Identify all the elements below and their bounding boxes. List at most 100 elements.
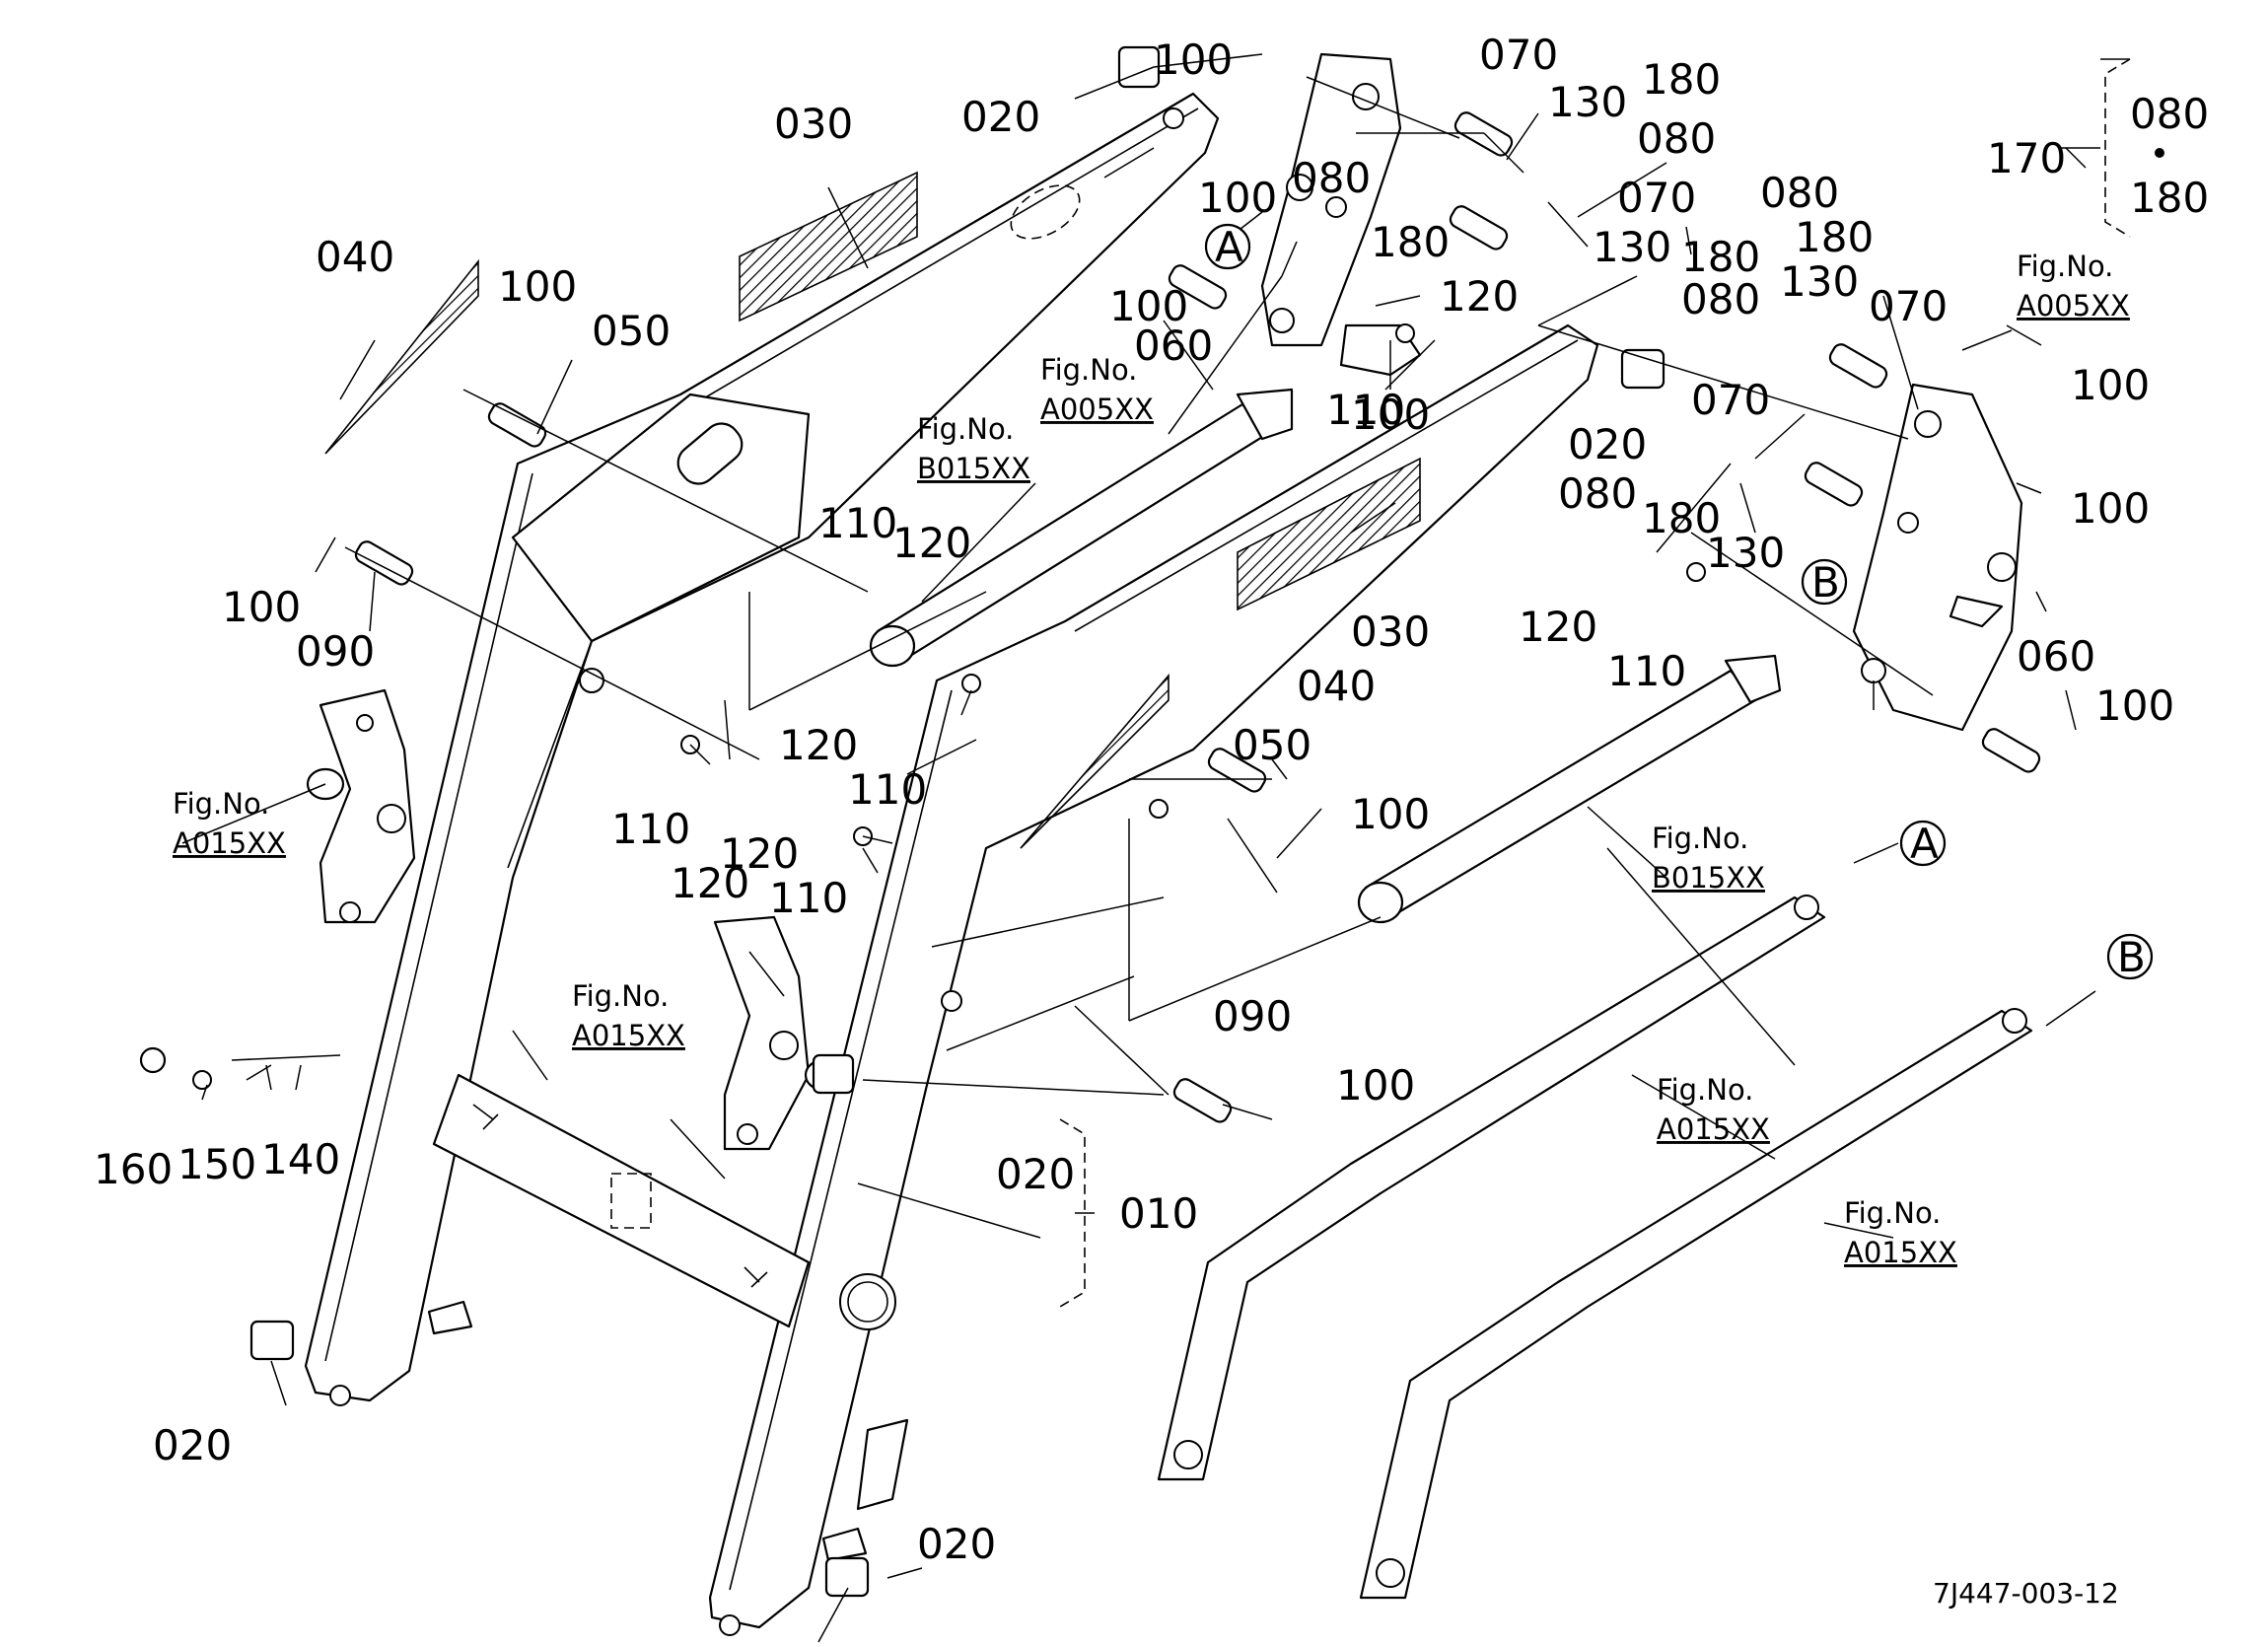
fig-ref-code: B015XX	[1652, 861, 1765, 895]
callout-110: 110	[1326, 386, 1405, 434]
callout-050: 050	[592, 307, 671, 355]
callout-180: 180	[1642, 494, 1721, 542]
callout-120: 120	[892, 519, 971, 567]
callout-020: 020	[917, 1520, 996, 1568]
group-brackets	[1059, 58, 2131, 1308]
callout-110: 110	[611, 805, 690, 853]
callout-070: 070	[1869, 282, 1948, 330]
callout-labels: 100 020 030 040 100 050 100 100 060 100 …	[94, 31, 2209, 1568]
fig-ref-label: Fig.No.	[2017, 250, 2113, 283]
callout-110: 110	[848, 765, 927, 814]
cross-tube	[432, 1073, 811, 1328]
mount-bracket-left	[306, 688, 416, 924]
fig-ref-label: Fig.No.	[1040, 353, 1137, 387]
callout-180: 180	[1681, 233, 1760, 281]
marker-a: A	[1910, 820, 1939, 868]
callout-110: 110	[818, 499, 897, 547]
pins-and-bushings	[139, 45, 2041, 1598]
callout-180: 180	[1795, 213, 1874, 261]
callout-070: 070	[1479, 31, 1558, 79]
callout-010: 010	[1119, 1189, 1198, 1238]
callout-110: 110	[769, 874, 848, 922]
callout-100: 100	[1154, 36, 1233, 84]
callout-130: 130	[1706, 529, 1785, 577]
callout-100: 100	[1336, 1061, 1415, 1110]
drawing-number: 7J447-003-12	[1933, 1577, 2119, 1610]
callout-150: 150	[177, 1140, 256, 1188]
callout-100: 100	[222, 583, 301, 631]
callout-140: 140	[261, 1135, 340, 1183]
decals	[324, 171, 1421, 849]
callout-170: 170	[1987, 134, 2066, 182]
callout-100: 100	[2071, 484, 2150, 533]
callout-070: 070	[1691, 376, 1770, 424]
callout-120: 120	[1519, 603, 1597, 651]
fig-ref-code: A015XX	[1844, 1236, 1957, 1269]
callout-090: 090	[296, 627, 375, 676]
mount-bracket-right	[713, 915, 843, 1151]
callout-040: 040	[316, 233, 394, 281]
bushing-020-left	[249, 1320, 295, 1361]
callout-130: 130	[1593, 223, 1671, 271]
circled-markers: A A B B	[1204, 223, 2154, 981]
callout-040: 040	[1297, 662, 1376, 710]
fig-ref-label: Fig.No.	[572, 979, 669, 1013]
callout-130: 130	[1548, 78, 1627, 126]
left-boom-arm	[304, 92, 1220, 1406]
fig-ref-label: Fig.No.	[173, 787, 269, 821]
cylinder-lower	[1357, 654, 1782, 924]
fig-ref-label: Fig.No.	[1652, 822, 1748, 855]
callout-020: 020	[1568, 420, 1647, 468]
leader-lines	[181, 53, 2130, 1643]
set-170-bottom: 180	[2130, 174, 2209, 222]
callout-080: 080	[1760, 169, 1839, 217]
fig-ref-label: Fig.No.	[1657, 1073, 1753, 1107]
callout-060: 060	[1134, 322, 1213, 370]
link-plate-upper	[1260, 52, 1422, 377]
callout-070: 070	[1617, 174, 1696, 222]
bushing-020-bottom	[824, 1556, 870, 1598]
bushing-020-mid	[812, 1053, 855, 1095]
right-boom-arm	[708, 323, 1599, 1636]
fig-ref-code: A015XX	[173, 826, 286, 860]
callout-100: 100	[2071, 361, 2150, 409]
callout-030: 030	[774, 100, 853, 148]
callout-100: 100	[498, 262, 577, 311]
callout-130: 130	[1780, 257, 1859, 306]
callout-100: 100	[1198, 174, 1277, 222]
link-rod-b	[1359, 1008, 2033, 1600]
callout-110: 110	[1607, 647, 1686, 695]
callout-120: 120	[720, 829, 799, 878]
callout-030: 030	[1351, 608, 1430, 656]
callout-090: 090	[1213, 992, 1292, 1040]
callout-120: 120	[779, 721, 858, 769]
link-plate-lower	[1852, 383, 2023, 732]
bushing-020-right	[1620, 348, 1666, 390]
callout-050: 050	[1233, 721, 1311, 769]
callout-100: 100	[1351, 790, 1430, 838]
callout-020: 020	[153, 1421, 232, 1469]
set-170-top: 080	[2130, 90, 2209, 138]
callout-180-extra: 180	[1371, 218, 1450, 266]
callout-060: 060	[2017, 632, 2095, 680]
callout-120: 120	[671, 859, 749, 907]
fig-ref-code: A005XX	[1040, 393, 1154, 426]
callout-020: 020	[996, 1150, 1075, 1198]
callout-080-extra: 080	[1292, 154, 1371, 202]
callout-080: 080	[1558, 469, 1637, 518]
callout-080: 080	[1637, 114, 1716, 163]
callout-080: 080	[1681, 275, 1760, 323]
callout-100-extra: 100	[1351, 391, 1430, 439]
link-rod-a	[1157, 895, 1826, 1481]
marker-b: B	[1811, 558, 1840, 607]
fig-ref-code: A015XX	[1657, 1112, 1770, 1146]
callout-160: 160	[94, 1145, 173, 1193]
callout-100: 100	[1109, 282, 1188, 330]
callout-180: 180	[1642, 55, 1721, 104]
fig-ref-code: A015XX	[572, 1019, 685, 1052]
marker-b: B	[2117, 933, 2146, 981]
figure-references: Fig.No. A005XX Fig.No. B015XX Fig.No. A0…	[173, 250, 2130, 1269]
callout-100: 100	[2095, 681, 2174, 730]
